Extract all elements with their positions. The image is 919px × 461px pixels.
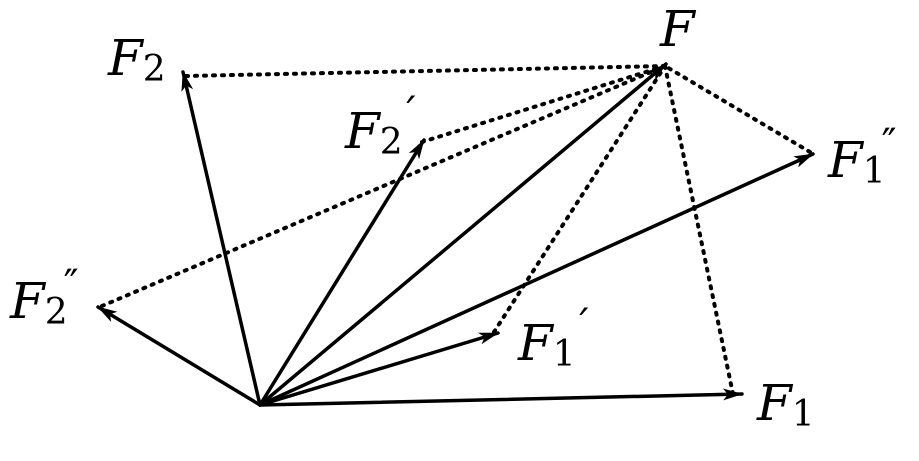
dotted-F2pp-to-F — [100, 64, 667, 308]
label-F2-prime: F2´ — [344, 92, 419, 163]
dotted-F2-to-F — [184, 64, 667, 78]
vector-F2 — [181, 70, 262, 407]
force-vectors — [96, 62, 815, 407]
vector-F2pp — [96, 305, 262, 407]
dotted-F1p-to-F — [492, 64, 667, 334]
vector-F1p — [258, 331, 500, 407]
label-F1-double-prime: F1″ — [827, 121, 897, 192]
dotted-F1-to-F — [663, 64, 735, 396]
label-F1-prime: F1´ — [517, 304, 592, 375]
label-F2: F2 — [107, 29, 166, 90]
label-F1: F1 — [756, 374, 815, 435]
label-F2-double-prime: F2″ — [9, 262, 79, 333]
label-F: F — [659, 0, 697, 58]
vector-F1pp — [258, 152, 815, 407]
vector-F — [258, 62, 668, 407]
vector-F1 — [258, 388, 744, 407]
dotted-F1pp-to-F — [663, 64, 812, 154]
vector-labels: F F2 F2´ F2″ F1″ F1´ F1 — [9, 0, 897, 435]
vector-F2p — [258, 138, 426, 407]
dotted-F2p-to-F — [420, 64, 667, 144]
